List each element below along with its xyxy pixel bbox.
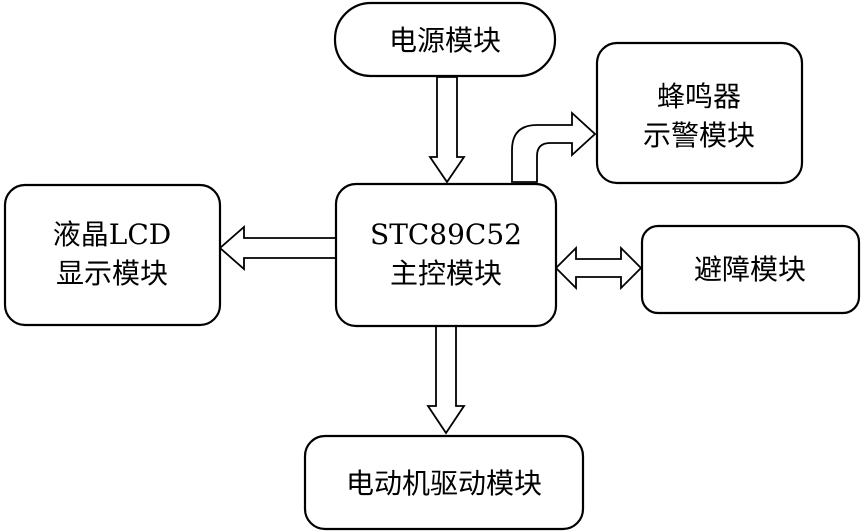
node-mcu-label-line1: STC89C52 xyxy=(370,218,522,251)
node-power xyxy=(333,1,557,78)
node-lcd-label-line2: 显示模块 xyxy=(56,257,168,290)
node-lcd-label-line1: 液晶LCD xyxy=(53,218,171,251)
arrow-mcu-to-buzzer xyxy=(511,110,597,183)
node-motor-label: 电动机驱动模块 xyxy=(346,467,542,500)
node-power-label: 电源模块 xyxy=(389,24,501,57)
node-obstacle xyxy=(640,224,861,315)
node-lcd xyxy=(3,183,222,327)
node-motor xyxy=(303,434,585,531)
node-obstacle-label: 避障模块 xyxy=(694,253,806,286)
arrow-mcu-obstacle-bidirectional xyxy=(554,245,643,291)
arrow-mcu-to-motor xyxy=(426,325,466,435)
node-buzzer-label-line2: 示警模块 xyxy=(643,119,755,152)
node-buzzer-label-line1: 蜂鸣器 xyxy=(657,80,741,113)
node-mcu-label-line2: 主控模块 xyxy=(390,257,502,290)
node-mcu xyxy=(334,182,558,328)
arrow-power-to-mcu xyxy=(428,76,466,184)
node-buzzer xyxy=(595,41,804,185)
arrow-mcu-to-lcd xyxy=(218,225,337,271)
